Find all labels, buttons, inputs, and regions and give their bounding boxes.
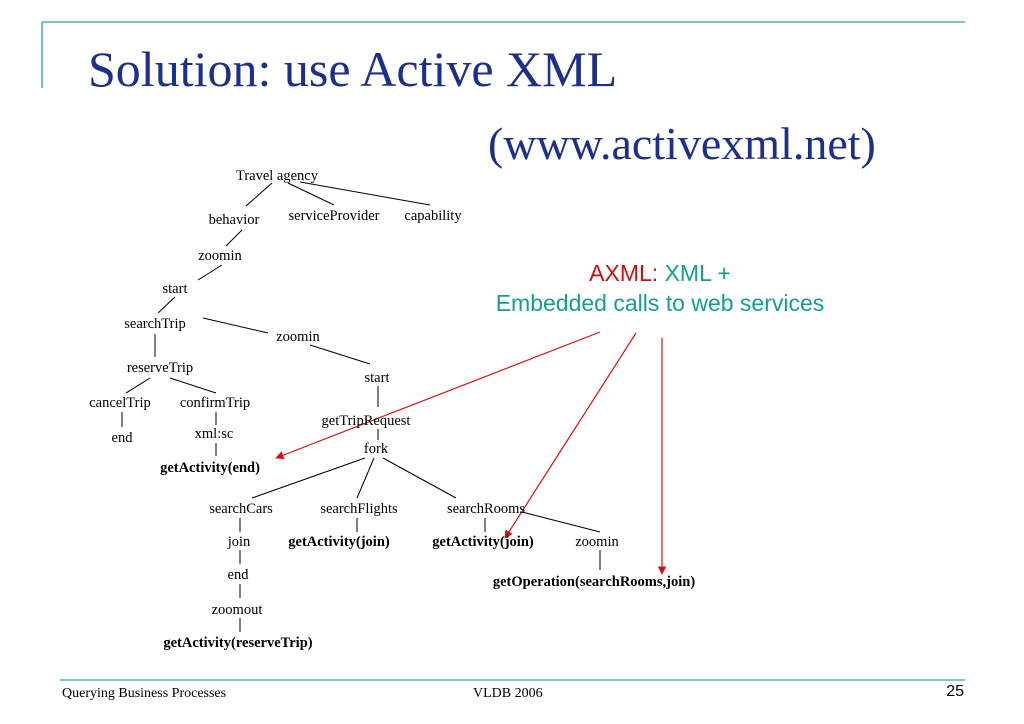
node-reserve-trip: reserveTrip [127, 360, 193, 376]
callout-prefix: AXML: [589, 260, 659, 286]
slide-title: Solution: use Active XML [88, 41, 618, 97]
page-number: 25 [946, 683, 964, 700]
node-zoomout: zoomout [212, 602, 263, 618]
node-travel-agency: Travel agency [236, 168, 319, 184]
callout-arrows [275, 331, 667, 575]
footer-center: VLDB 2006 [473, 686, 543, 701]
node-get-operation: getOperation(searchRooms,join) [493, 574, 695, 590]
node-zoomin: zoomin [276, 329, 320, 345]
node-get-trip-request: getTripRequest [322, 413, 411, 429]
tree-nodes: Travel agency behavior serviceProvider c… [89, 168, 695, 651]
node-search-trip: searchTrip [124, 316, 185, 332]
callout-line-2: Embedded calls to web services [495, 290, 825, 316]
node-fork: fork [364, 441, 389, 457]
node-end: end [228, 567, 250, 583]
callout-line1-rest: XML + [658, 260, 731, 286]
callout-line-1: AXML: XML + [430, 258, 890, 288]
node-service-provider: serviceProvider [289, 208, 380, 224]
tree-edges [121, 181, 601, 632]
node-end: end [112, 430, 134, 446]
arrow-to-getactivity-end [275, 331, 601, 460]
axml-callout: AXML: XML + Embedded calls to web servic… [430, 258, 890, 318]
node-cancel-trip: cancelTrip [89, 395, 150, 411]
node-capability: capability [404, 208, 462, 224]
node-get-activity-reserve-trip: getActivity(reserveTrip) [163, 635, 312, 651]
arrow-to-getactivity-join [504, 332, 637, 539]
footer-left: Querying Business Processes [62, 686, 227, 701]
node-zoomin: zoomin [198, 248, 242, 264]
node-get-activity-end: getActivity(end) [160, 460, 260, 476]
node-search-flights: searchFlights [320, 501, 398, 517]
node-search-rooms: searchRooms [447, 501, 525, 517]
node-zoomin: zoomin [575, 534, 619, 550]
node-get-activity-join: getActivity(join) [288, 534, 390, 550]
node-start: start [365, 370, 390, 386]
node-behavior: behavior [209, 212, 260, 228]
node-start: start [163, 281, 188, 297]
node-get-activity-join: getActivity(join) [432, 534, 534, 550]
node-search-cars: searchCars [209, 501, 273, 517]
slide-subtitle: (www.activexml.net) [488, 118, 876, 169]
node-join: join [227, 534, 251, 550]
node-confirm-trip: confirmTrip [180, 395, 250, 411]
node-xml-sc: xml:sc [195, 426, 234, 442]
